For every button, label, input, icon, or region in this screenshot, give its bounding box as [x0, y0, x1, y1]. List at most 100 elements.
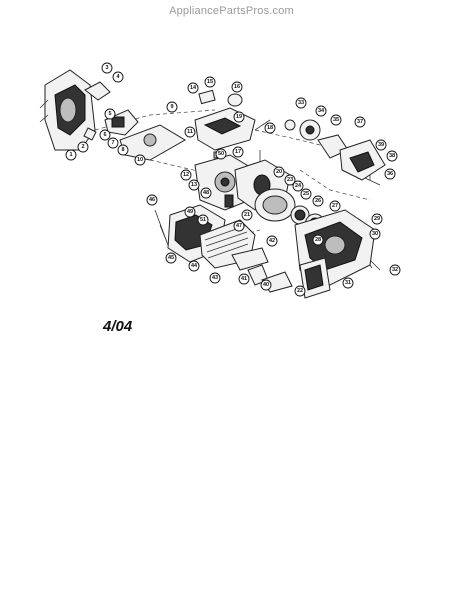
- callout-10: 10: [134, 154, 146, 166]
- svg-text:32: 32: [392, 267, 398, 273]
- svg-text:26: 26: [315, 198, 321, 204]
- callout-1: 1: [65, 149, 77, 161]
- callout-27: 27: [329, 200, 341, 212]
- throttle-assembly: [83, 81, 186, 161]
- site-header: AppliancePartsPros.com: [169, 5, 294, 17]
- svg-text:16: 16: [234, 84, 240, 90]
- callout-2: 2: [77, 141, 89, 153]
- svg-text:48: 48: [203, 190, 209, 196]
- callout-8: 8: [117, 144, 129, 156]
- callout-22: 22: [294, 285, 306, 297]
- callout-3: 3: [101, 62, 113, 74]
- callout-46: 46: [146, 194, 158, 206]
- callout-26: 26: [312, 195, 324, 207]
- fuel-tank: [194, 89, 256, 159]
- svg-text:5: 5: [108, 111, 111, 117]
- callout-12: 12: [180, 169, 192, 181]
- callout-37: 37: [354, 116, 366, 128]
- svg-text:24: 24: [295, 183, 302, 189]
- callout-48: 48: [200, 187, 212, 199]
- right-housing: [294, 209, 376, 299]
- svg-text:28: 28: [315, 237, 321, 243]
- starter-components: [284, 119, 386, 181]
- svg-text:10: 10: [137, 157, 143, 163]
- svg-text:4: 4: [116, 74, 120, 80]
- callout-17: 17: [232, 146, 244, 158]
- svg-text:45: 45: [168, 255, 174, 261]
- svg-text:33: 33: [298, 100, 304, 106]
- callout-16: 16: [231, 81, 243, 93]
- svg-text:21: 21: [244, 212, 250, 218]
- svg-text:34: 34: [318, 108, 325, 114]
- left-housing: [39, 69, 96, 151]
- callout-9: 9: [166, 101, 178, 113]
- svg-text:9: 9: [170, 104, 173, 110]
- svg-text:31: 31: [345, 280, 351, 286]
- svg-text:1: 1: [69, 152, 72, 158]
- date-stamp: 4/04: [103, 318, 133, 335]
- callout-18: 18: [264, 122, 276, 134]
- callout-35: 35: [330, 114, 342, 126]
- callout-14: 14: [187, 82, 199, 94]
- svg-text:35: 35: [333, 117, 339, 123]
- svg-text:20: 20: [276, 169, 282, 175]
- engine-cylinder: [167, 194, 256, 269]
- callout-34: 34: [315, 105, 327, 117]
- callout-49: 49: [184, 206, 196, 218]
- callout-30: 30: [369, 228, 381, 240]
- callout-25: 25: [300, 188, 312, 200]
- svg-text:22: 22: [297, 288, 303, 294]
- svg-text:12: 12: [183, 172, 189, 178]
- callout-24: 24: [292, 180, 304, 192]
- callout-51: 51: [197, 214, 209, 226]
- callout-15: 15: [204, 76, 216, 88]
- callout-33: 33: [295, 97, 307, 109]
- callout-39: 39: [375, 139, 387, 151]
- callout-32: 32: [389, 264, 401, 276]
- svg-text:39: 39: [378, 142, 384, 148]
- svg-text:29: 29: [374, 216, 380, 222]
- callout-36: 36: [384, 168, 396, 180]
- callout-28: 28: [312, 234, 324, 246]
- callout-4: 4: [112, 71, 124, 83]
- callout-44: 44: [188, 260, 200, 272]
- callout-42: 42: [266, 235, 278, 247]
- callout-43: 43: [209, 272, 221, 284]
- svg-text:23: 23: [287, 177, 293, 183]
- svg-text:15: 15: [207, 79, 213, 85]
- callout-29: 29: [371, 213, 383, 225]
- svg-text:37: 37: [357, 119, 363, 125]
- svg-text:6: 6: [103, 132, 106, 138]
- svg-text:42: 42: [269, 238, 275, 244]
- svg-text:11: 11: [187, 129, 193, 135]
- svg-text:7: 7: [111, 140, 114, 146]
- svg-text:19: 19: [236, 114, 242, 120]
- svg-text:18: 18: [267, 125, 273, 131]
- svg-text:40: 40: [263, 282, 269, 288]
- svg-text:17: 17: [235, 149, 241, 155]
- callout-38: 38: [386, 150, 398, 162]
- callout-45: 45: [165, 252, 177, 264]
- callout-13: 13: [188, 179, 200, 191]
- svg-text:51: 51: [200, 217, 206, 223]
- svg-text:50: 50: [218, 151, 224, 157]
- callout-19: 19: [233, 111, 245, 123]
- callout-41: 41: [238, 273, 250, 285]
- callout-6: 6: [99, 129, 111, 141]
- svg-text:30: 30: [372, 231, 378, 237]
- svg-text:36: 36: [387, 171, 393, 177]
- svg-text:25: 25: [303, 191, 309, 197]
- svg-text:8: 8: [121, 147, 124, 153]
- svg-text:47: 47: [236, 223, 242, 229]
- callout-31: 31: [342, 277, 354, 289]
- svg-text:44: 44: [191, 263, 198, 269]
- callout-50: 50: [215, 148, 227, 160]
- callout-labels: 1 2 3 4 5 6 7 8 9 10 11 12 13 14 15 16 1…: [65, 62, 401, 297]
- callout-40: 40: [260, 279, 272, 291]
- svg-text:41: 41: [241, 276, 247, 282]
- callout-11: 11: [184, 126, 196, 138]
- svg-text:13: 13: [191, 182, 197, 188]
- callout-21: 21: [241, 209, 253, 221]
- svg-text:49: 49: [187, 209, 193, 215]
